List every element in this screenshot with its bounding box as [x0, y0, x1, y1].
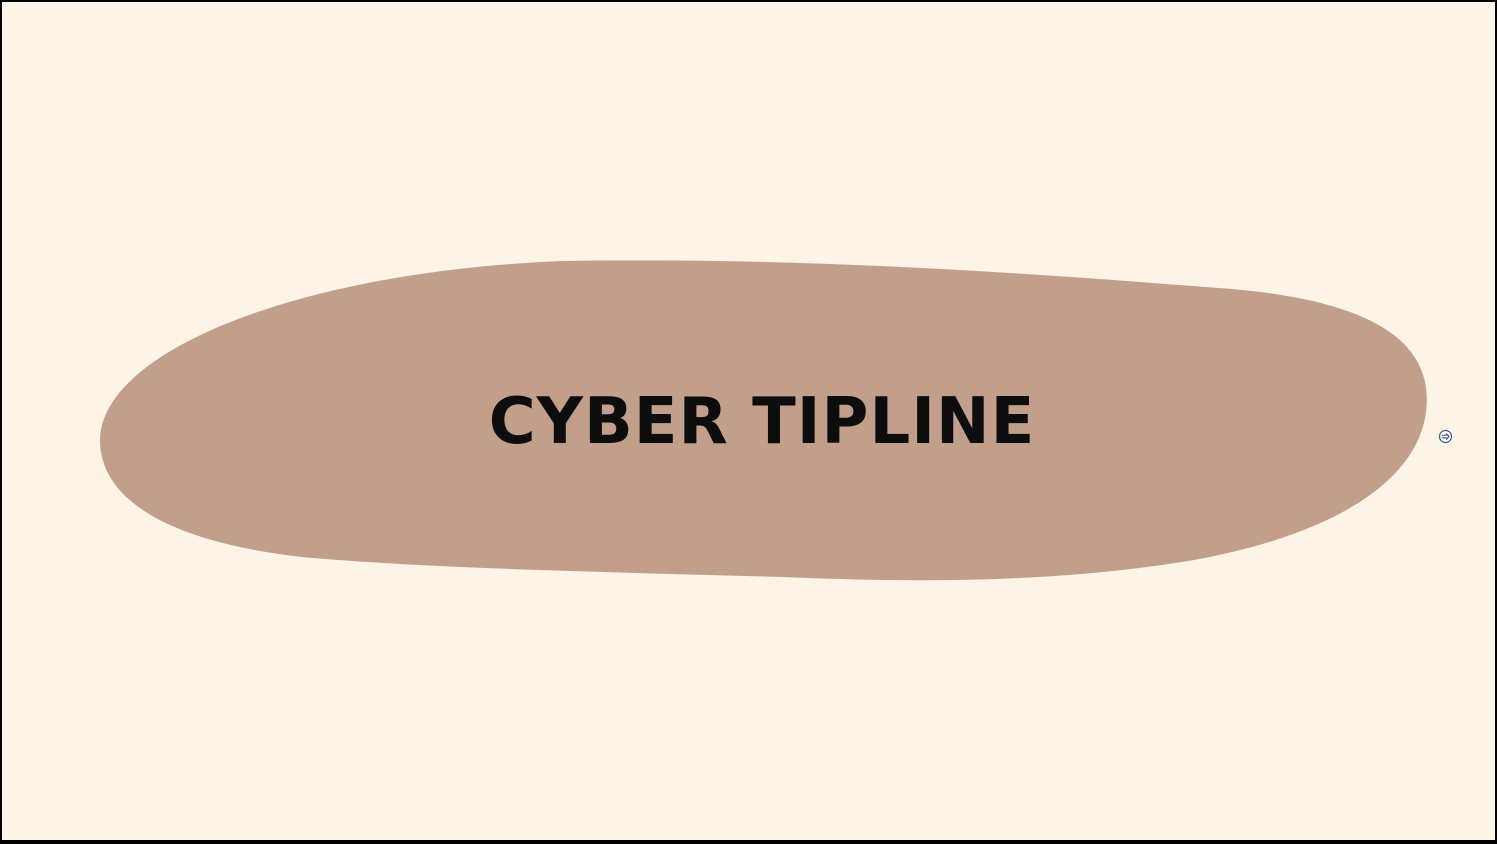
slide-title: CYBER TIPLINE	[488, 385, 1036, 459]
arrow-right-circle-icon[interactable]	[1438, 429, 1453, 444]
